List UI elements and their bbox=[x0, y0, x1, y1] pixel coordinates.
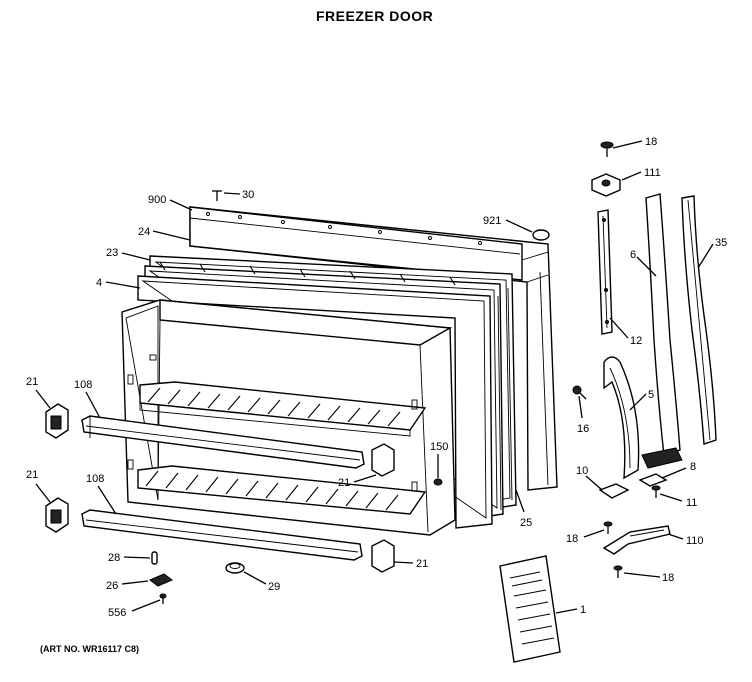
plug-921 bbox=[532, 229, 550, 241]
callout-8: 8 bbox=[690, 461, 696, 473]
inner-door-liner bbox=[121, 299, 456, 536]
bracket-26 bbox=[149, 573, 173, 587]
callout-12: 12 bbox=[630, 335, 642, 347]
hinge-110 bbox=[602, 525, 671, 555]
shelf-bar-lower bbox=[81, 509, 363, 561]
handle-trim-6 bbox=[641, 193, 683, 469]
pin-28 bbox=[151, 551, 158, 565]
callout-150: 150 bbox=[430, 441, 448, 453]
callout-1: 1 bbox=[580, 604, 586, 616]
bar-end-cap-upper-left bbox=[45, 403, 69, 439]
callout-10: 10 bbox=[576, 465, 588, 477]
callout-108: 108 bbox=[74, 379, 92, 391]
callout-18: 18 bbox=[566, 533, 578, 545]
bar-end-cap-upper-right bbox=[371, 443, 395, 477]
callout-23: 23 bbox=[106, 247, 118, 259]
hinge-block-10 bbox=[598, 483, 630, 499]
art-number: (ART NO. WR16117 C8) bbox=[40, 644, 139, 654]
callout-21: 21 bbox=[26, 376, 38, 388]
callout-921: 921 bbox=[483, 215, 501, 227]
trim-strip-35 bbox=[681, 195, 717, 445]
callout-16: 16 bbox=[577, 423, 589, 435]
callout-24: 24 bbox=[138, 226, 150, 238]
hinge-bushing-111 bbox=[591, 173, 621, 197]
screw-18-mid bbox=[603, 521, 613, 534]
callout-labels: 18 111 30 900 921 24 35 6 23 4 12 5 21 1… bbox=[26, 136, 727, 619]
callout-21: 21 bbox=[416, 558, 428, 570]
callout-21: 21 bbox=[338, 477, 350, 489]
shim-8 bbox=[638, 473, 668, 487]
callout-110: 110 bbox=[686, 535, 704, 547]
hinge-bar-12 bbox=[597, 209, 613, 335]
screw-556 bbox=[159, 593, 167, 604]
callout-111: 111 bbox=[644, 167, 661, 179]
callout-21: 21 bbox=[26, 469, 38, 481]
door-outer-panel bbox=[189, 206, 558, 491]
callout-6: 6 bbox=[630, 249, 636, 261]
screw-11 bbox=[651, 485, 661, 498]
bar-end-cap-lower-left bbox=[45, 497, 69, 533]
callout-18: 18 bbox=[645, 136, 657, 148]
callout-900: 900 bbox=[148, 194, 166, 206]
callout-26: 26 bbox=[106, 580, 118, 592]
screw-150 bbox=[433, 478, 443, 486]
callout-11: 11 bbox=[686, 497, 697, 509]
screw-18-low bbox=[613, 565, 623, 578]
callout-29: 29 bbox=[268, 581, 280, 593]
bar-end-cap-lower-right bbox=[371, 539, 395, 573]
callout-556: 556 bbox=[108, 607, 126, 619]
callout-35: 35 bbox=[715, 237, 727, 249]
callout-5: 5 bbox=[648, 389, 654, 401]
button-29 bbox=[225, 562, 245, 574]
shelf-bar-upper bbox=[81, 415, 365, 469]
callout-25: 25 bbox=[520, 517, 532, 529]
screw-16 bbox=[572, 385, 587, 400]
callout-4: 4 bbox=[96, 277, 102, 289]
callout-18: 18 bbox=[662, 572, 674, 584]
hinge-screw-top bbox=[600, 141, 614, 157]
callout-108: 108 bbox=[86, 473, 104, 485]
bracket-5 bbox=[603, 356, 640, 480]
screw-30 bbox=[212, 190, 222, 201]
literature-1 bbox=[499, 555, 561, 663]
callout-30: 30 bbox=[242, 189, 254, 201]
callout-28: 28 bbox=[108, 552, 120, 564]
leader-lines bbox=[35, 140, 714, 614]
diagram-title: FREEZER DOOR bbox=[316, 8, 434, 24]
